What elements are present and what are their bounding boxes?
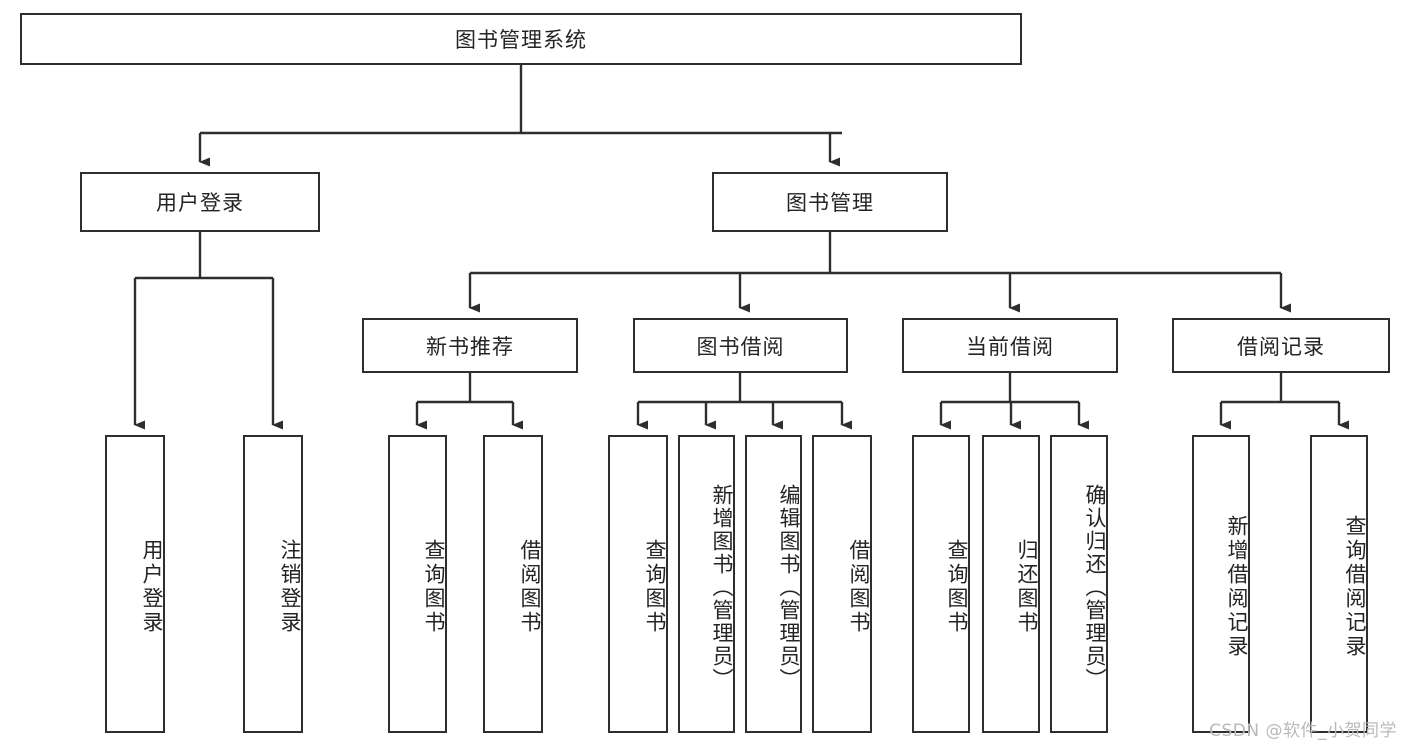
node-label: 图书借阅 bbox=[696, 334, 785, 359]
leaf-borrow-book[interactable]: 借阅图书 bbox=[812, 435, 872, 733]
node-label: 新书推荐 bbox=[426, 334, 514, 359]
node-user-login[interactable]: 用户登录 bbox=[80, 172, 320, 232]
leaf-borrow-book-recommend[interactable]: 借阅图书 bbox=[483, 435, 543, 733]
node-label: 编辑图书（管理员） bbox=[777, 483, 801, 691]
node-book-borrow[interactable]: 图书借阅 bbox=[633, 318, 848, 373]
node-label: 新增图书（管理员） bbox=[710, 483, 734, 691]
node-label: 借阅记录 bbox=[1237, 334, 1325, 359]
leaf-user-login[interactable]: 用户登录 bbox=[105, 435, 165, 733]
node-label: 归还图书 bbox=[1015, 539, 1039, 635]
node-label: 用户登录 bbox=[156, 191, 244, 215]
node-label: 当前借阅 bbox=[966, 334, 1054, 359]
node-borrow-record[interactable]: 借阅记录 bbox=[1172, 318, 1390, 373]
node-label: 确认归还（管理员） bbox=[1083, 483, 1107, 691]
leaf-query-book-borrow[interactable]: 查询图书 bbox=[608, 435, 668, 733]
leaf-query-book-current[interactable]: 查询图书 bbox=[912, 435, 970, 733]
leaf-query-book-recommend[interactable]: 查询图书 bbox=[388, 435, 447, 733]
leaf-query-borrow-record[interactable]: 查询借阅记录 bbox=[1310, 435, 1368, 733]
node-new-book-recommend[interactable]: 新书推荐 bbox=[362, 318, 578, 373]
node-label: 查询借阅记录 bbox=[1343, 515, 1367, 659]
leaf-return-book[interactable]: 归还图书 bbox=[982, 435, 1040, 733]
leaf-logout[interactable]: 注销登录 bbox=[243, 435, 303, 733]
node-current-borrow[interactable]: 当前借阅 bbox=[902, 318, 1118, 373]
node-label: 注销登录 bbox=[278, 539, 302, 635]
node-label: 新增借阅记录 bbox=[1225, 515, 1249, 659]
node-root-system[interactable]: 图书管理系统 bbox=[20, 13, 1022, 65]
watermark-text: CSDN @软件_小贺同学 bbox=[1209, 721, 1397, 741]
leaf-confirm-return-admin[interactable]: 确认归还（管理员） bbox=[1050, 435, 1108, 733]
leaf-add-book-admin[interactable]: 新增图书（管理员） bbox=[678, 435, 735, 733]
node-label: 查询图书 bbox=[643, 539, 667, 635]
node-label: 图书管理 bbox=[786, 191, 874, 215]
node-label: 借阅图书 bbox=[847, 539, 871, 635]
node-label: 查询图书 bbox=[945, 539, 969, 635]
node-label: 用户登录 bbox=[140, 539, 164, 635]
node-label: 借阅图书 bbox=[518, 539, 542, 635]
node-book-management[interactable]: 图书管理 bbox=[712, 172, 948, 232]
leaf-edit-book-admin[interactable]: 编辑图书（管理员） bbox=[745, 435, 802, 733]
leaf-add-borrow-record[interactable]: 新增借阅记录 bbox=[1192, 435, 1250, 733]
node-label: 图书管理系统 bbox=[455, 28, 587, 52]
node-label: 查询图书 bbox=[422, 539, 446, 635]
